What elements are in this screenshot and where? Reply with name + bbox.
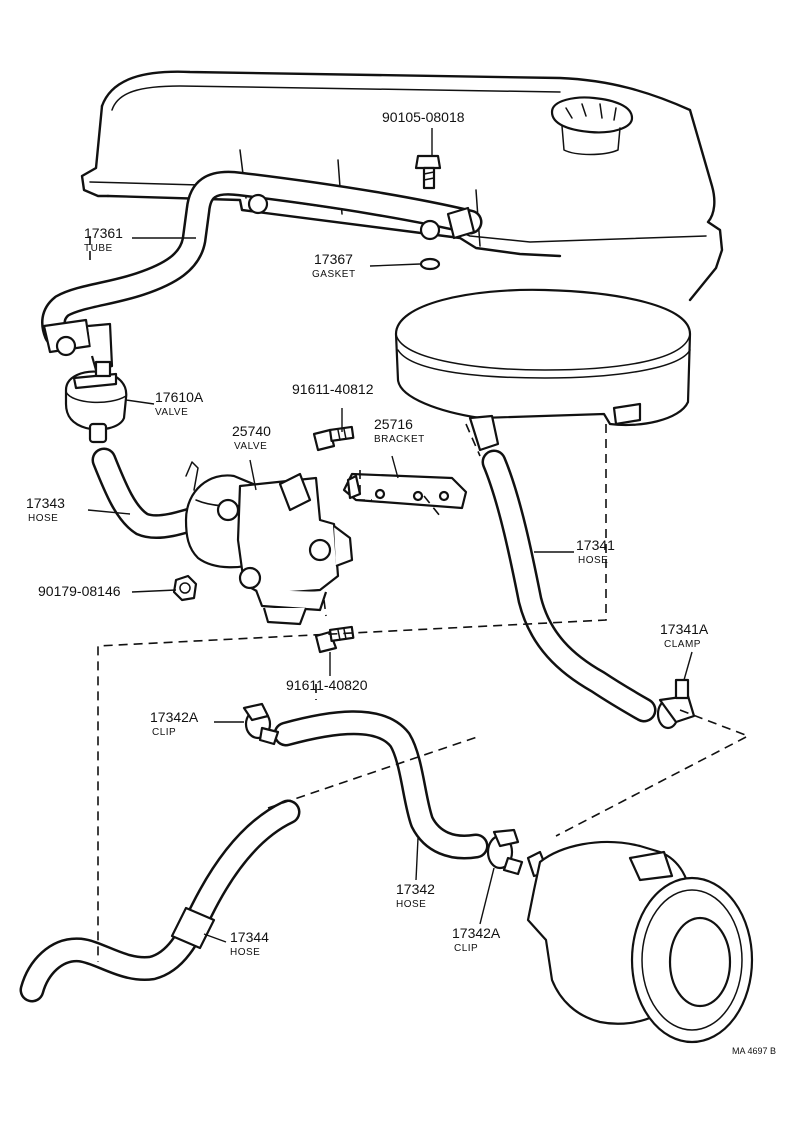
part-label-17610a: 17610A VALVE [155, 389, 204, 418]
part-name: HOSE [396, 899, 426, 910]
part-label-90105-08018: 90105-08018 [382, 109, 465, 125]
part-number: 17367 [314, 251, 353, 267]
part-number: 91611-40820 [286, 677, 368, 693]
bolt-90105-08018 [414, 154, 442, 190]
part-label-25716: 25716 BRACKET [374, 416, 425, 445]
hose-17341 [481, 449, 657, 723]
hose-17344 [19, 799, 301, 1003]
part-name: CLAMP [664, 639, 701, 650]
part-number: 90105-08018 [382, 109, 465, 125]
part-label-17344: 17344 HOSE [230, 929, 269, 958]
reference-code: MA 4697 B [732, 1046, 776, 1056]
hose-17342 [273, 710, 489, 860]
part-number: 17342A [150, 709, 199, 725]
clip-17342a-bottom [486, 828, 524, 876]
part-number: 17342 [396, 881, 435, 897]
part-number: 17361 [84, 225, 123, 241]
part-name: CLIP [454, 943, 478, 954]
part-name: BRACKET [374, 434, 425, 445]
part-name: VALVE [155, 407, 188, 418]
gasket-17367 [419, 257, 441, 271]
part-name: HOSE [28, 513, 58, 524]
cylinder-head-cover [80, 70, 724, 302]
part-number: 25740 [232, 423, 271, 439]
bolt-91611-40820 [314, 625, 355, 654]
part-number: 17342A [452, 925, 501, 941]
part-label-17343: 17343 HOSE [26, 495, 65, 524]
part-number: 17343 [26, 495, 65, 511]
part-label-17341: 17341 HOSE [576, 537, 615, 566]
assembly-lines [89, 236, 750, 962]
part-name: HOSE [230, 947, 260, 958]
part-label-91611-40812: 91611-40812 [292, 381, 374, 397]
part-label-17342a-bottom: 17342A CLIP [452, 925, 501, 954]
part-number: 17610A [155, 389, 204, 405]
part-number: 90179-08146 [38, 583, 121, 599]
part-label-25740: 25740 VALVE [232, 423, 271, 452]
part-number: 17341 [576, 537, 615, 553]
part-label-17361: 17361 TUBE [84, 225, 123, 254]
bracket-25716 [342, 472, 468, 510]
part-label-90179-08146: 90179-08146 [38, 583, 121, 599]
clip-17342a-top [242, 702, 280, 746]
leader-lines [87, 128, 693, 943]
part-label-17342a-top: 17342A CLIP [150, 709, 199, 738]
part-label-17342: 17342 HOSE [396, 881, 435, 910]
bolt-91611-40812 [312, 425, 355, 452]
part-number: 17341A [660, 621, 709, 637]
part-number: 25716 [374, 416, 413, 432]
part-label-17367: 17367 GASKET [312, 251, 356, 280]
air-pump [526, 840, 754, 1044]
part-label-91611-40820: 91611-40820 [286, 677, 368, 693]
part-label-17341a: 17341A CLAMP [660, 621, 709, 650]
part-name: GASKET [312, 269, 356, 280]
part-name: VALVE [234, 441, 267, 452]
part-name: TUBE [84, 243, 113, 254]
part-name: HOSE [578, 555, 608, 566]
clamp-17341a [656, 678, 696, 730]
part-name: CLIP [152, 727, 176, 738]
valve-25740 [184, 461, 354, 626]
valve-17610a [64, 360, 128, 444]
pcv-tube-17361 [41, 170, 483, 372]
air-cleaner [394, 288, 692, 452]
part-number: 17344 [230, 929, 269, 945]
part-number: 91611-40812 [292, 381, 374, 397]
nut-90179-08146 [172, 574, 198, 602]
